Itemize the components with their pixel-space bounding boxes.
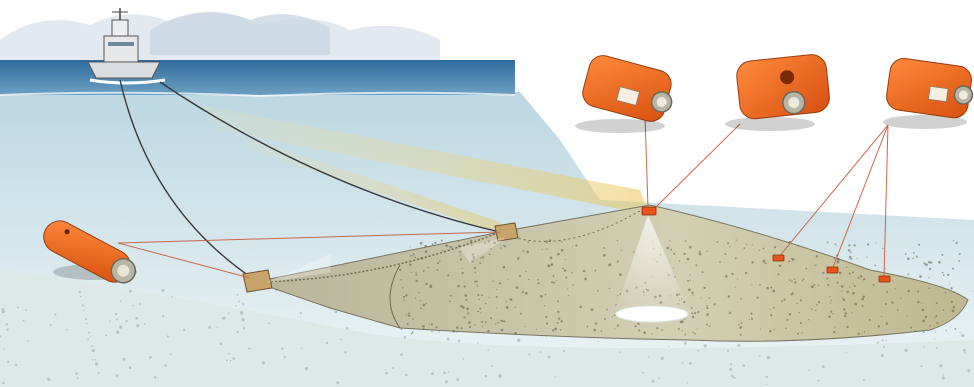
sea-surface xyxy=(0,60,515,95)
box-sensor xyxy=(725,53,831,131)
trawl-door-icon xyxy=(243,270,272,292)
box-sensor xyxy=(883,57,974,129)
sky-clouds xyxy=(0,12,440,60)
box-sensor xyxy=(575,53,679,133)
